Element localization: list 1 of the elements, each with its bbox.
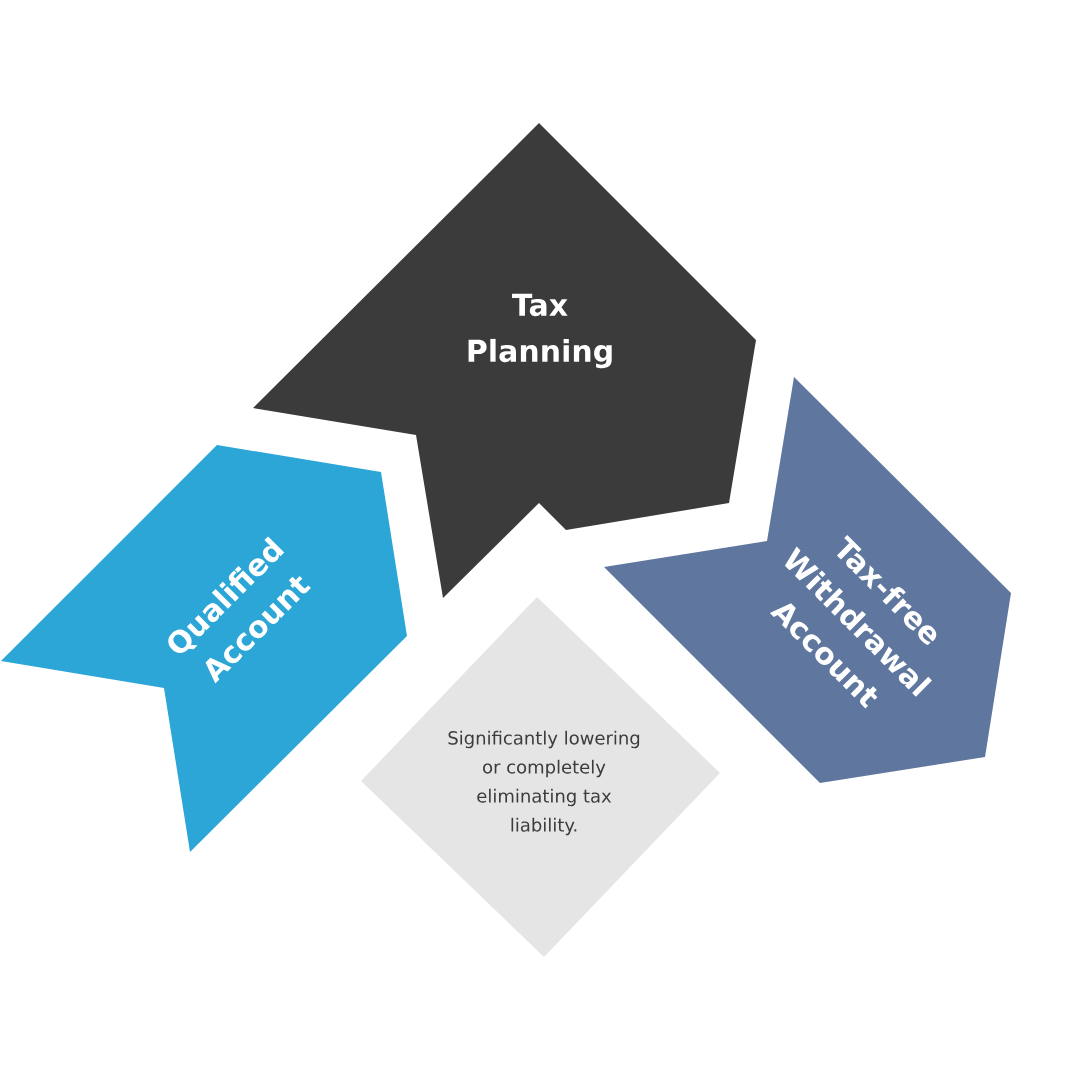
diamond-box: Significantly lowering or completely eliminating tax liability. [361,597,720,957]
